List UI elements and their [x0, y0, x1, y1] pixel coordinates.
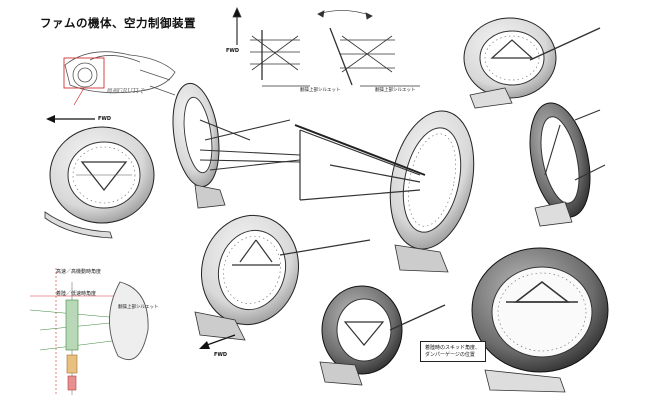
- bottom-right-note-box: 着陸時のスキッド角度、ダンパーゲージの位置: [420, 341, 486, 362]
- sheet-title: ファムの機体、空力制御装置: [40, 16, 196, 30]
- wheel-top-right: [463, 17, 601, 109]
- wheel-bottom-right: [471, 247, 609, 393]
- angle-guide-diagram: [29, 268, 149, 395]
- handwritten-note: 局部GRUTIぞ: [106, 88, 145, 95]
- fwd-arrow-bottom: [199, 334, 236, 349]
- wheel-right-dark: [529, 102, 606, 227]
- fwd-arrow-left: [46, 115, 95, 123]
- label-silhouette-a: 翻操上部シルエット: [300, 88, 341, 93]
- vehicle-overview-sketch: [64, 51, 176, 96]
- linkage-diagram-top: [232, 7, 420, 87]
- fwd-label-left: FWD: [98, 116, 112, 122]
- wheel-center-right: [294, 110, 475, 273]
- label-silhouette-b: 翻操上部シルエット: [375, 88, 416, 93]
- wheel-bottom-small: [319, 285, 446, 386]
- fwd-label-top: FWD: [226, 48, 240, 54]
- label-normal-speed: 着陸／低速時角度: [56, 291, 97, 297]
- wheel-center-left: [172, 82, 301, 209]
- wheel-left: [44, 126, 155, 239]
- label-silhouette-c: 翻操上部シルエット: [118, 305, 159, 310]
- label-high-speed: 高速／高機動時角度: [56, 269, 102, 275]
- fwd-label-bottom: FWD: [214, 352, 228, 358]
- reference-leader: [73, 87, 85, 106]
- wheel-center-bottom: [194, 214, 371, 341]
